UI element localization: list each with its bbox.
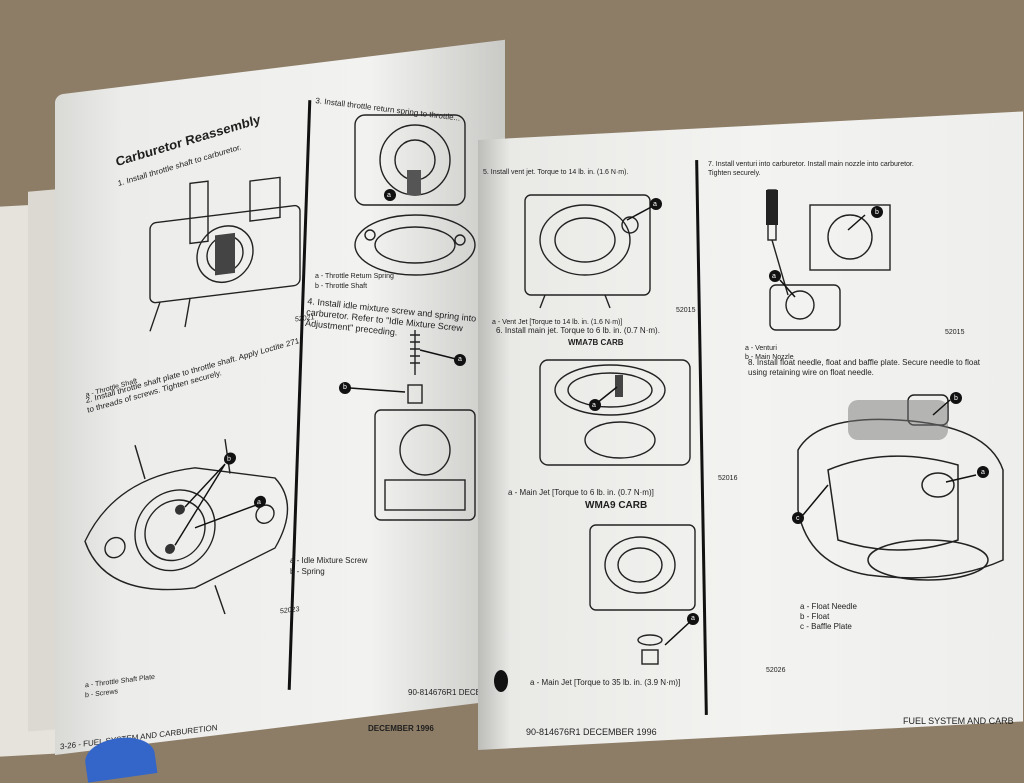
fig-5-legend-a: a - Vent Jet [Torque to 14 lb. in. (1.6 …	[492, 319, 623, 326]
figure-throttle-shaft-plate	[75, 414, 305, 632]
callout-a-vent: a	[653, 201, 657, 208]
figure-idle-mixture-screw	[320, 330, 485, 540]
figure-float-assembly	[788, 390, 1013, 590]
fig-8-legend-b: b - Main Nozzle	[745, 354, 794, 361]
fig-4-legend-b: b - Spring	[290, 567, 325, 576]
carb-label-wma7b: WMA7B CARB	[568, 338, 624, 347]
callout-b-nozzle: b	[875, 209, 879, 216]
fig-3-legend-a: a - Throttle Return Spring	[315, 273, 394, 280]
callout-a-main-jet-1: a	[592, 402, 596, 409]
fig-8-number: 52015	[945, 329, 965, 336]
callout-c-baffle: c	[796, 515, 800, 522]
figure-main-jet-wma7b	[535, 345, 695, 475]
fig-8-legend-a: a - Venturi	[745, 345, 777, 352]
step-5-text: 5. Install vent jet. Torque to 14 lb. in…	[483, 169, 629, 176]
fig-9-legend-b: b - Float	[800, 612, 830, 621]
step-6-text: 6. Install main jet. Torque to 6 lb. in.…	[496, 326, 660, 335]
callout-a-venturi: a	[772, 273, 776, 280]
step-8-text: 8. Install float needle, float and baffl…	[748, 358, 981, 377]
left-doc-number: 90-814676R1 DECEMBER 1996	[408, 688, 525, 697]
right-footer: FUEL SYSTEM AND CARB	[903, 716, 1014, 726]
callout-b-plate: b	[227, 455, 231, 463]
binding-shadow	[494, 670, 508, 692]
figure-main-jet-wma9	[580, 515, 715, 670]
fig-5-number: 52015	[676, 307, 696, 314]
fig-4-legend-a: a - Idle Mixture Screw	[290, 556, 368, 565]
fig-6-legend-a: a - Main Jet [Torque to 6 lb. in. (0.7 N…	[508, 488, 654, 497]
fig-2-legend-a: a - Throttle Shaft Plate	[85, 673, 155, 690]
step-2-text: 2. Install throttle shaft plate to throt…	[85, 336, 300, 415]
fig-3-legend-b: b - Throttle Shaft	[315, 283, 368, 290]
carb-label-wma9: WMA9 CARB	[585, 500, 648, 511]
callout-a-plate: a	[257, 498, 261, 507]
fig-7-legend-a: a - Main Jet [Torque to 35 lb. in. (3.9 …	[530, 678, 681, 687]
figure-venturi-nozzle	[740, 185, 900, 335]
fig-7-number: 52026	[766, 667, 786, 674]
callout-a-spring: a	[387, 192, 391, 199]
callout-b-float: b	[954, 395, 958, 402]
callout-a-needle: a	[981, 469, 985, 476]
figure-throttle-return-spring	[345, 110, 480, 280]
callout-a-screw: a	[458, 356, 462, 363]
fig-9-legend-c: c - Baffle Plate	[800, 622, 852, 631]
fig-9-legend-a: a - Float Needle	[800, 602, 857, 611]
figure-throttle-shaft	[130, 164, 310, 336]
callout-a-main-jet-2: a	[691, 615, 695, 622]
right-doc-number: 90-814676R1 DECEMBER 1996	[526, 727, 657, 737]
left-page: Carburetor Reassembly 1. Install throttl…	[55, 39, 505, 755]
callout-b-spring: b	[343, 384, 347, 391]
step-7-text: 7. Install venturi into carburetor. Inst…	[708, 161, 914, 177]
fig-6-number: 52016	[718, 475, 738, 482]
left-footer-date: DECEMBER 1996	[368, 724, 434, 733]
figure-vent-jet	[515, 180, 665, 310]
